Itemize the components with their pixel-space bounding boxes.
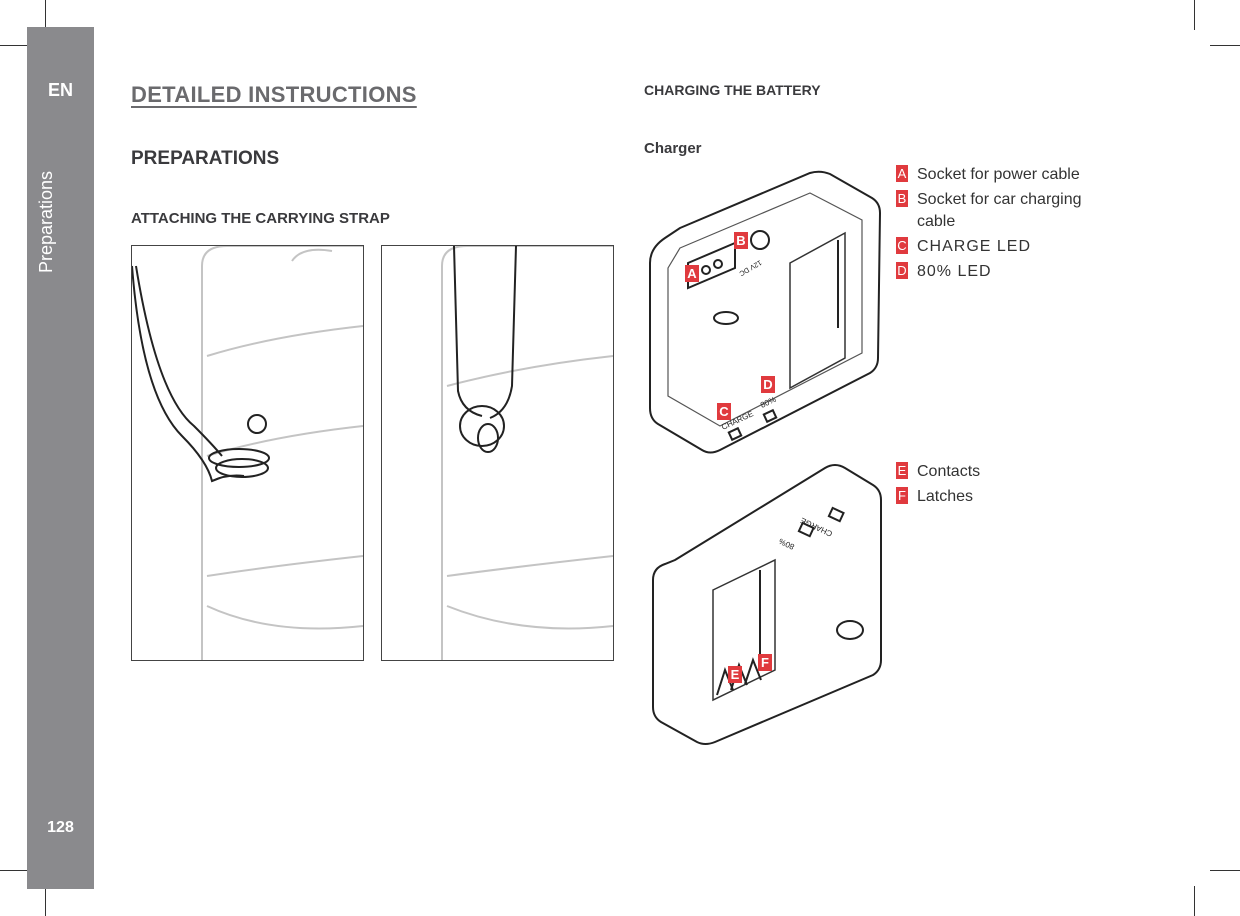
legend-text: Socket for car charging cable [917,191,1082,230]
dc-text: 12V DC [738,258,763,276]
legend-text: Latches [917,488,974,505]
crop-mark [1194,0,1195,30]
callout-f: F [758,654,772,671]
legend-text: CHARGE LED [917,238,1032,255]
strap-illustration-1 [131,245,364,661]
crop-mark [45,0,46,30]
legend-key: B [896,190,908,207]
page-title: DETAILED INSTRUCTIONS [131,82,417,107]
eighty-text: 80% [759,395,777,410]
section-heading: PREPARATIONS [131,148,280,169]
charger-bottom-illustration: 80% CHARGE [652,464,882,745]
crop-mark [45,886,46,916]
legend-top: A Socket for power cable B Socket for ca… [896,164,1096,286]
crop-mark [1194,886,1195,916]
legend-item: E Contacts [896,461,1096,483]
charger-heading: Charger [644,140,702,157]
crop-mark [0,870,30,871]
language-label: EN [47,80,73,100]
legend-key: E [896,462,908,479]
callout-d: D [761,376,775,393]
strap-drawing-icon [132,246,363,660]
callout-a: A [685,265,699,282]
strap-illustration-2 [381,245,614,661]
charger-top-illustration: CHARGE 80% 12V DC [649,170,882,454]
legend-item: D 80% LED [896,261,1096,283]
callout-c: C [717,403,731,420]
charge-text-bottom: CHARGE [799,516,834,539]
legend-item: A Socket for power cable [896,164,1096,186]
legend-key: C [896,237,908,254]
crop-mark [1210,45,1240,46]
crop-mark [1210,870,1240,871]
page-number: 128 [47,819,74,836]
legend-item: F Latches [896,486,1096,508]
legend-text: 80% LED [917,263,992,280]
legend-key: D [896,262,908,279]
callout-e: E [728,666,742,683]
legend-text: Contacts [917,463,981,480]
eighty-text-bottom: 80% [778,536,796,551]
callout-b: B [734,232,748,249]
strap-heading: ATTACHING THE CARRYING STRAP [131,210,390,227]
legend-item: B Socket for car charging cable [896,189,1096,233]
legend-item: C CHARGE LED [896,236,1096,258]
legend-text: Socket for power cable [917,166,1080,183]
crop-mark [0,45,30,46]
sidebar: EN Preparations 128 [27,27,94,889]
legend-bottom: E Contacts F Latches [896,461,1096,511]
strap-drawing-icon [441,246,613,660]
legend-key: F [896,487,908,504]
legend-key: A [896,165,908,182]
battery-heading: CHARGING THE BATTERY [644,82,821,98]
